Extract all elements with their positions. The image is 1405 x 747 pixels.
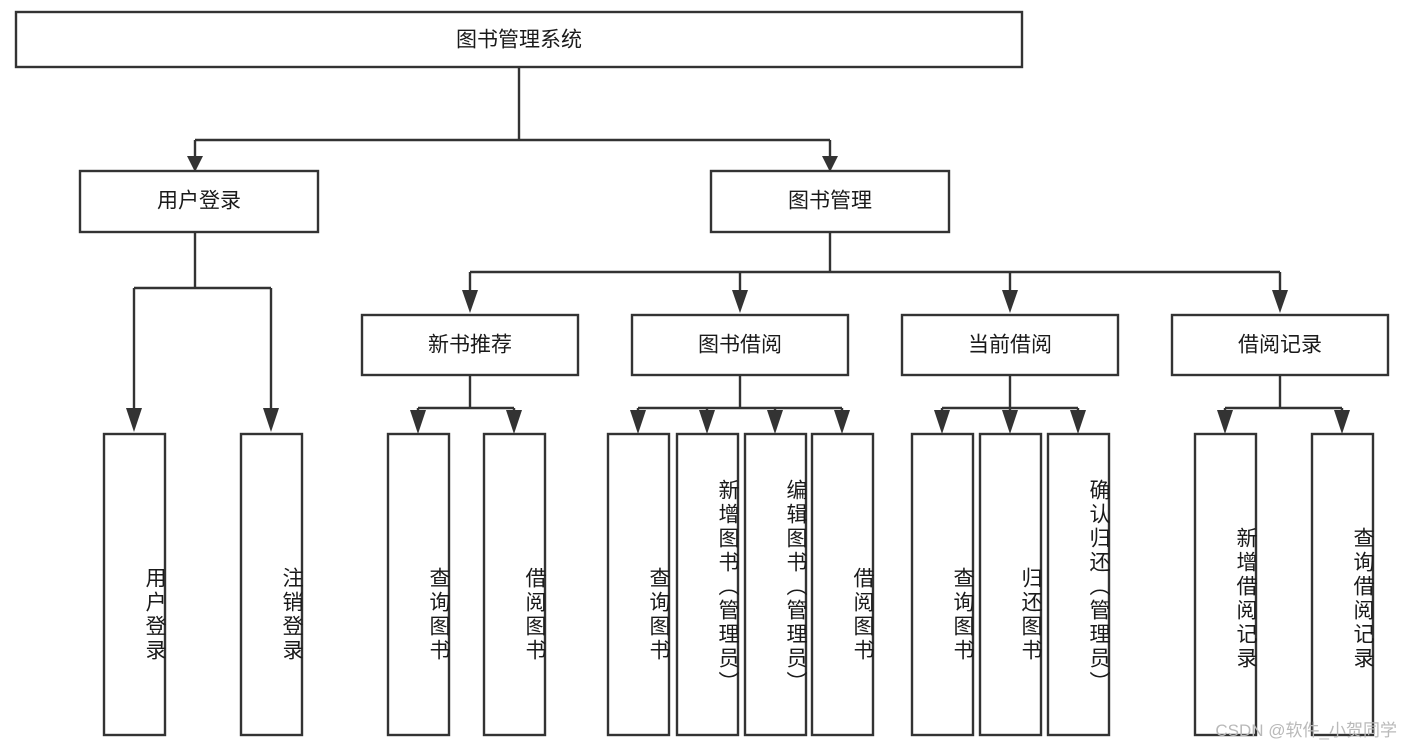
node-user-login-box[interactable] <box>78 169 320 234</box>
node-leaf-add-record-box[interactable] <box>1193 432 1258 737</box>
node-current-borrow[interactable]: 当前借阅 <box>900 313 1120 377</box>
node-leaf-add-book-box[interactable] <box>675 432 740 737</box>
node-leaf-query-book-2-box[interactable] <box>606 432 671 737</box>
node-leaf-query-book-3-box[interactable] <box>910 432 975 737</box>
connector-borrow-record-to-leaves <box>1223 375 1344 414</box>
node-book-manage-label: 图书管理 <box>788 190 872 213</box>
arrow-head-leaf-add-book <box>699 410 715 434</box>
node-borrow-record-label: 借阅记录 <box>1238 334 1322 357</box>
arrow-head-leaf-logout-login <box>263 408 279 432</box>
arrow-head-leaf-query-record <box>1334 410 1350 434</box>
arrow-head-leaf-query-book-2 <box>630 410 646 434</box>
node-new-book-recommend[interactable]: 新书推荐 <box>360 313 580 377</box>
node-book-manage[interactable]: 图书管理 <box>709 169 951 234</box>
arrow-head-leaf-edit-book <box>767 410 783 434</box>
node-borrow-record-box[interactable] <box>1170 313 1390 377</box>
arrow-head-borrow-record <box>1272 290 1288 313</box>
arrow-head-leaf-user-login <box>126 408 142 432</box>
arrow-head-new-book-recommend <box>462 290 478 313</box>
connector-user-login-to-bus <box>132 232 273 410</box>
node-new-book-recommend-label: 新书推荐 <box>428 334 512 357</box>
arrow-head-leaf-return-book <box>1002 410 1018 434</box>
arrow-head-current-borrow <box>1002 290 1018 313</box>
arrow-head-leaf-query-book-1 <box>410 410 426 434</box>
arrow-head-book-borrow <box>732 290 748 313</box>
node-current-borrow-box[interactable] <box>900 313 1120 377</box>
node-book-borrow[interactable]: 图书借阅 <box>630 313 850 377</box>
node-book-manage-box[interactable] <box>709 169 951 234</box>
node-book-borrow-label: 图书借阅 <box>698 334 782 357</box>
node-root-box[interactable] <box>14 10 1024 69</box>
node-leaf-query-record-box[interactable] <box>1310 432 1375 737</box>
arrow-head-user-login <box>187 156 203 172</box>
node-root[interactable]: 图书管理系统 <box>14 10 1024 69</box>
connector-group <box>126 67 1350 434</box>
node-book-borrow-box[interactable] <box>630 313 850 377</box>
node-leaf-logout-login-box[interactable] <box>239 432 304 737</box>
node-root-label: 图书管理系统 <box>456 29 582 52</box>
arrow-head-book-manage <box>822 156 838 172</box>
arrow-head-leaf-add-record <box>1217 410 1233 434</box>
node-new-book-recommend-box[interactable] <box>360 313 580 377</box>
leaf-box-group <box>102 432 1375 737</box>
arrow-head-leaf-confirm-return <box>1070 410 1086 434</box>
node-leaf-query-book-1-box[interactable] <box>386 432 451 737</box>
arrow-head-leaf-borrow-book-2 <box>834 410 850 434</box>
node-user-login[interactable]: 用户登录 <box>78 169 320 234</box>
connector-current-borrow-to-leaves <box>940 375 1080 414</box>
arrow-head-leaf-query-book-3 <box>934 410 950 434</box>
arrow-head-leaf-borrow-book-1 <box>506 410 522 434</box>
node-borrow-record[interactable]: 借阅记录 <box>1170 313 1390 377</box>
connector-book-manage-to-bus <box>468 232 1282 292</box>
node-current-borrow-label: 当前借阅 <box>968 334 1052 357</box>
node-leaf-borrow-book-2-box[interactable] <box>810 432 875 737</box>
connector-new-book-recommend-to-leaves <box>416 375 516 414</box>
node-leaf-borrow-book-1-box[interactable] <box>482 432 547 737</box>
node-leaf-user-login-box[interactable] <box>102 432 167 737</box>
node-user-login-label: 用户登录 <box>157 190 241 213</box>
node-leaf-return-book-box[interactable] <box>978 432 1043 737</box>
node-leaf-confirm-return-box[interactable] <box>1046 432 1111 737</box>
node-leaf-edit-book-box[interactable] <box>743 432 808 737</box>
connector-book-borrow-to-leaves <box>636 375 844 414</box>
connector-root-to-bus <box>195 67 830 142</box>
